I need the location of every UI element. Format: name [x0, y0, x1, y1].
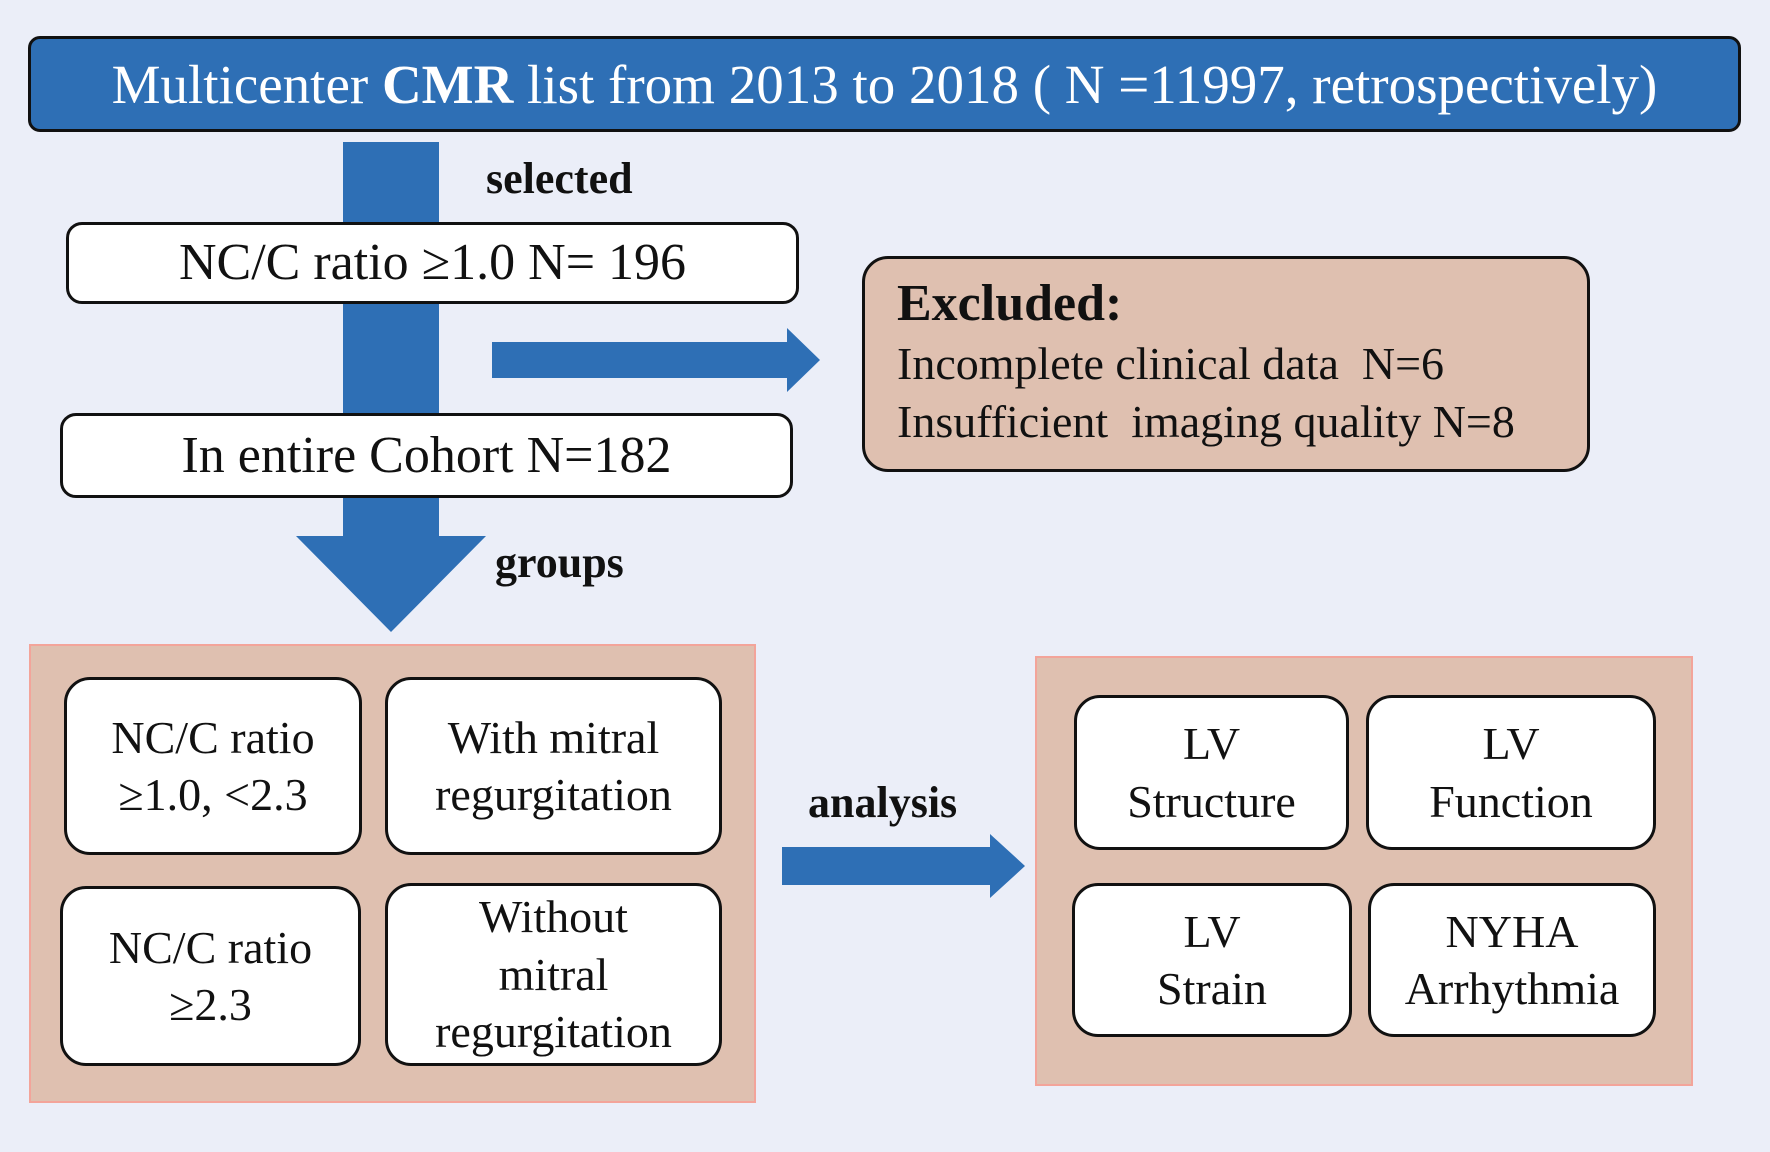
group-cell-ratio-low: NC/C ratio ≥1.0, <2.3: [64, 677, 362, 855]
group-cell-ratio-high: NC/C ratio ≥2.3: [60, 886, 361, 1066]
group-cell-line: Without: [479, 891, 628, 943]
group-cell-line: ≥2.3: [169, 979, 252, 1030]
group-cell-line: ≥1.0, <2.3: [118, 769, 308, 820]
group-cell-with-mr: With mitral regurgitation: [385, 677, 722, 855]
analysis-cell-line: LV: [1183, 905, 1241, 957]
analysis-cell-lv-strain: LV Strain: [1072, 883, 1352, 1037]
groups-label: groups: [495, 538, 624, 587]
analysis-cell-line: LV: [1482, 718, 1540, 769]
group-cell-line: regurgitation: [435, 769, 672, 820]
analysis-label: analysis: [808, 778, 958, 827]
title-bold: CMR: [381, 53, 514, 115]
group-cell-line: NC/C ratio: [111, 711, 315, 763]
excluded-heading: Excluded:: [897, 275, 1123, 332]
excluded-line-2: Insufficient imaging quality N=8: [897, 395, 1515, 447]
cohort-box: In entire Cohort N=182: [60, 413, 793, 498]
title-suffix: list from 2013 to 2018 ( N =11997, retro…: [527, 53, 1658, 115]
analysis-cell-line: NYHA: [1445, 905, 1579, 957]
selection-box: NC/C ratio ≥1.0 N= 196: [66, 222, 799, 304]
analysis-cell-line: LV: [1182, 718, 1241, 769]
analysis-cell-line: Function: [1429, 775, 1593, 827]
right-arrow-to-analysis: [782, 834, 1025, 898]
down-arrow-to-groups: [296, 494, 486, 632]
right-arrow-to-excluded: [492, 328, 820, 392]
group-cell-line: With mitral: [447, 711, 660, 763]
group-cell-line: regurgitation: [435, 1006, 672, 1058]
analysis-cell-line: Strain: [1157, 963, 1267, 1014]
selected-label: selected: [486, 154, 633, 203]
title-bar: Multicenter CMR list from 2013 to 2018 (…: [28, 36, 1741, 132]
analysis-cell-line: Structure: [1127, 775, 1296, 827]
excluded-box: Excluded: Incomplete clinical data N=6 I…: [862, 256, 1590, 472]
down-arrow-shaft-top: [343, 142, 439, 232]
down-arrow-shaft-middle: [343, 302, 439, 414]
group-cell-line: NC/C ratio: [108, 921, 313, 973]
analysis-cell-line: Arrhythmia: [1404, 963, 1620, 1014]
analysis-cell-lv-function: LV Function: [1366, 695, 1656, 850]
group-cell-without-mr: Without mitral regurgitation: [385, 883, 722, 1066]
excluded-line-1: Incomplete clinical data N=6: [897, 338, 1445, 390]
analysis-cell-nyha-arrhythmia: NYHA Arrhythmia: [1368, 883, 1656, 1037]
group-cell-line: mitral: [498, 948, 609, 1000]
title-prefix: Multicenter: [111, 53, 369, 115]
analysis-cell-lv-structure: LV Structure: [1074, 695, 1349, 850]
